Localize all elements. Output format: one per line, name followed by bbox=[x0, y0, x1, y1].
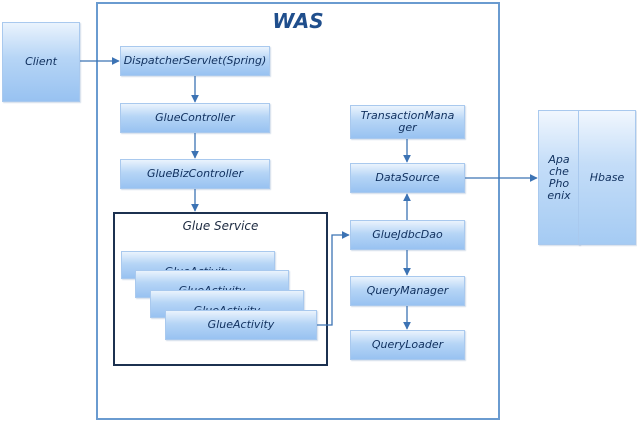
query-loader-node: QueryLoader bbox=[350, 330, 465, 360]
apache-phoenix-node: Apa che Pho enix bbox=[538, 110, 580, 245]
was-title: WAS bbox=[272, 9, 324, 33]
client-node: Client bbox=[2, 22, 80, 102]
query-manager-node: QueryManager bbox=[350, 276, 465, 306]
was-container: WAS bbox=[96, 2, 500, 420]
data-source-node: DataSource bbox=[350, 163, 465, 193]
glue-controller-node: GlueController bbox=[120, 103, 270, 133]
glue-service-title: Glue Service bbox=[182, 219, 259, 233]
glue-activity-node-4: GlueActivity bbox=[165, 310, 317, 340]
glue-jdbc-dao-node: GlueJdbcDao bbox=[350, 220, 465, 250]
transaction-manager-node: TransactionMana ger bbox=[350, 105, 465, 139]
glue-biz-controller-node: GlueBizController bbox=[120, 159, 270, 189]
hbase-node: Hbase bbox=[578, 110, 636, 245]
dispatcher-servlet-node: DispatcherServlet(Spring) bbox=[120, 46, 270, 76]
